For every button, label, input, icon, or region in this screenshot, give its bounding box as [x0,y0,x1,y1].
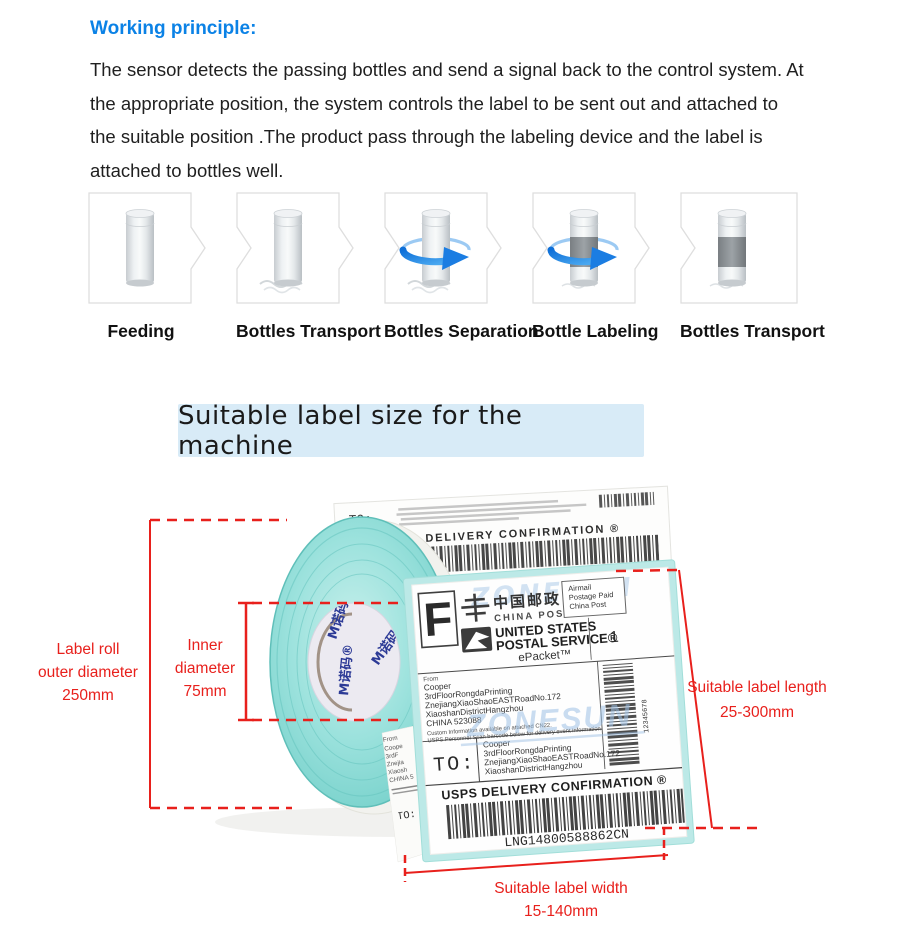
from-label: From [423,675,439,683]
outer-diameter-line: 250mm [62,687,114,704]
label-length-text: Suitable label length 25-300mm [687,679,827,721]
edge-strip-text: From Coope 3rdF Znejia Xiaosh CHINA 5 TO… [382,735,425,824]
step-label-bottle-labeling: Bottle Labeling [532,321,659,341]
airmail-line: Airmail [568,583,592,594]
outer-diameter-text: Label roll outer diameter 250mm [38,641,138,704]
outer-diameter-lines [149,518,292,810]
working-principle-heading: Working principle: [90,18,257,39]
f-mark-box [417,590,459,649]
step-box-bottles-transport-2 [680,192,798,304]
bottle-icon [125,209,155,287]
step-label-bottles-transport-2: Bottles Transport [680,321,825,341]
banner-title: Suitable label size for the machine [178,400,523,461]
label-width-text: Suitable label width 15-140mm [494,880,628,920]
inner-diameter-line: diameter [175,660,235,677]
usps-eagle-icon [465,631,490,650]
working-principle-line-1: The sensor detects the passing bottles a… [90,59,804,80]
strip-line: Znejia [386,759,405,769]
label-length-line: 25-300mm [720,704,794,721]
step-label-feeding: Feeding [107,321,175,341]
step-label-bottles-transport-1: Bottles Transport [236,321,381,341]
core-hole-edge [316,612,353,712]
inner-diameter-lines [238,601,400,722]
watermark-underline [460,730,645,747]
step-box-feeding [88,192,206,304]
strip-line: Coope [384,743,404,753]
inner-diameter-text: Inner diameter 75mm [175,637,235,700]
rotation-arrow-icon [399,246,451,266]
side-barcode-number: 12345678 [641,699,651,733]
label-length-line: Suitable label length [687,679,827,696]
outer-diameter-line: Label roll [57,641,120,658]
step-box-bottles-transport-1 [236,192,354,304]
label-roll-photo: TO: USPS DELIVERY CONFIRMATION ® LNG1480… [38,485,827,920]
core-brand-text: M诺码® [336,643,356,696]
working-principle-section: Working principle: The sensor detects th… [90,18,835,187]
rotation-arrowhead-icon [442,247,469,270]
working-principle-line-4: attached to bottles well. [90,159,284,181]
wave-icon [411,286,449,294]
label-width-line: Suitable label width [494,880,628,897]
strip-line: From [382,735,398,744]
top-label-small-barcode [597,491,655,508]
front-barcode [445,788,685,840]
side-barcode [602,662,640,767]
china-post-emblem-icon [461,593,490,622]
inner-diameter-line: Inner [187,637,222,654]
outer-diameter-line: outer diameter [38,664,138,681]
airmail-box [561,576,627,619]
strip-to: TO: [396,809,417,824]
usps-line1: UNITED STATES [495,618,597,640]
process-steps-illustration [88,192,798,304]
rotation-arrowhead-icon [590,247,617,270]
top-label-address-smudge [396,499,587,526]
front-shipping-label: ZONESUN F 中国邮政 CHINA POST Airmail Postag… [402,559,695,863]
step-box-bottle-labeling [532,192,650,304]
strip-line: Xiaosh [388,766,409,776]
label-width-line: 15-140mm [524,903,598,920]
step-box-bottles-separation [384,192,502,304]
process-step-labels: Feeding Bottles Transport Bottles Separa… [88,321,825,342]
service-name: ePacket™ [518,649,572,665]
dimension-annotations: Label roll outer diameter 250mm Inner di… [38,518,827,920]
label-width-lines [403,827,669,882]
working-principle-line-3: the suitable position .The product pass … [90,126,763,147]
sender-line: CHINA 523088 [426,715,482,729]
china-post-en: CHINA POST [494,608,573,624]
wave-icon [263,286,301,294]
airmail-line: China Post [569,599,607,611]
rotation-arrow-icon [547,246,599,266]
sender-line: Cooper [423,681,451,693]
china-post-cn: 中国邮政 [492,590,561,613]
to-label: TO: [433,752,477,778]
working-principle-line-2: the appropriate position, the system con… [90,92,779,114]
f-mark: F [422,591,454,646]
step-label-bottles-separation: Bottles Separation [384,321,539,341]
bottle-label-band [718,237,746,267]
strip-line: 3rdF [385,752,399,761]
quantity: 1 [609,629,619,647]
bottle-icon [273,209,303,287]
airmail-line: Postage Paid [569,590,614,602]
inner-diameter-line: 75mm [183,683,226,700]
section-banner: Suitable label size for the machine [178,401,644,461]
strip-line: CHINA 5 [389,773,415,784]
